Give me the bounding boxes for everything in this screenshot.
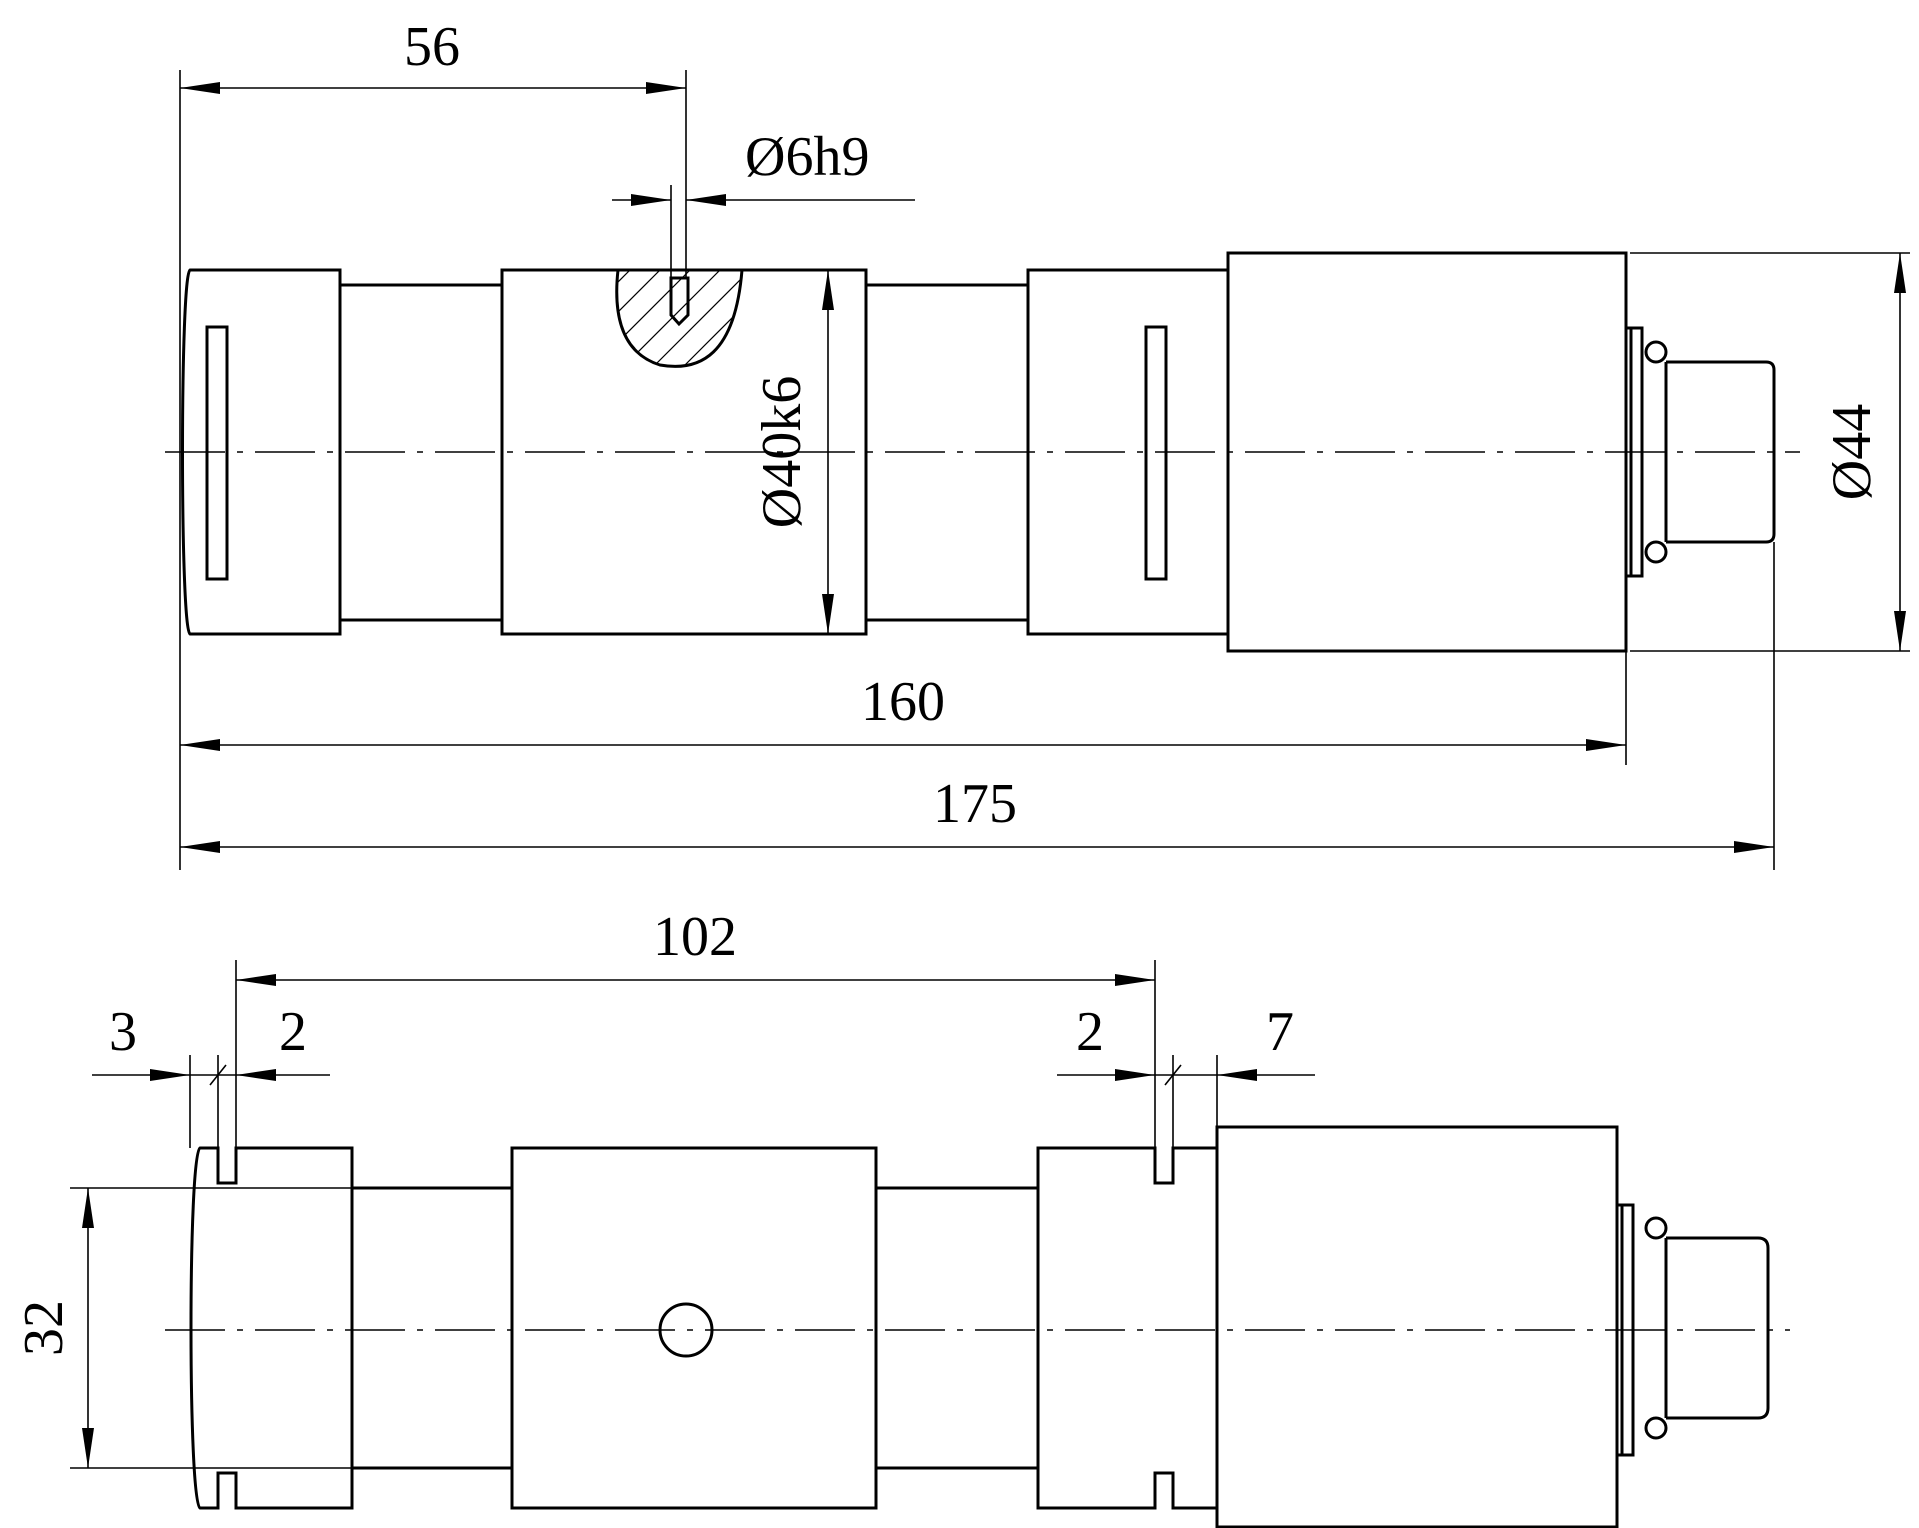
- dim-2-left: 2: [279, 1001, 307, 1063]
- bottom-shaft-outline: [189, 1125, 1770, 1528]
- dim-56: 56: [404, 16, 460, 78]
- dim-44: Ø44: [1821, 404, 1883, 500]
- dim-2-right: 2: [1076, 1001, 1104, 1063]
- local-section: [615, 269, 744, 368]
- dim-102: 102: [653, 906, 737, 968]
- keyway-left: [205, 325, 229, 581]
- dim-7: 7: [1266, 1001, 1294, 1063]
- dim-160: 160: [861, 671, 945, 733]
- bottom-view: 102 3 2 2 7 32: [13, 906, 1790, 1528]
- dim-40k6: Ø40k6: [751, 376, 813, 528]
- dim-175: 175: [933, 773, 1017, 835]
- dim-3: 3: [109, 1001, 137, 1063]
- dim-32: 32: [13, 1300, 75, 1356]
- top-view: 56 Ø6h9 Ø40k6 Ø44 160 175: [165, 16, 1910, 870]
- dim-6h9: Ø6h9: [745, 126, 869, 188]
- keyway-right: [1144, 325, 1168, 581]
